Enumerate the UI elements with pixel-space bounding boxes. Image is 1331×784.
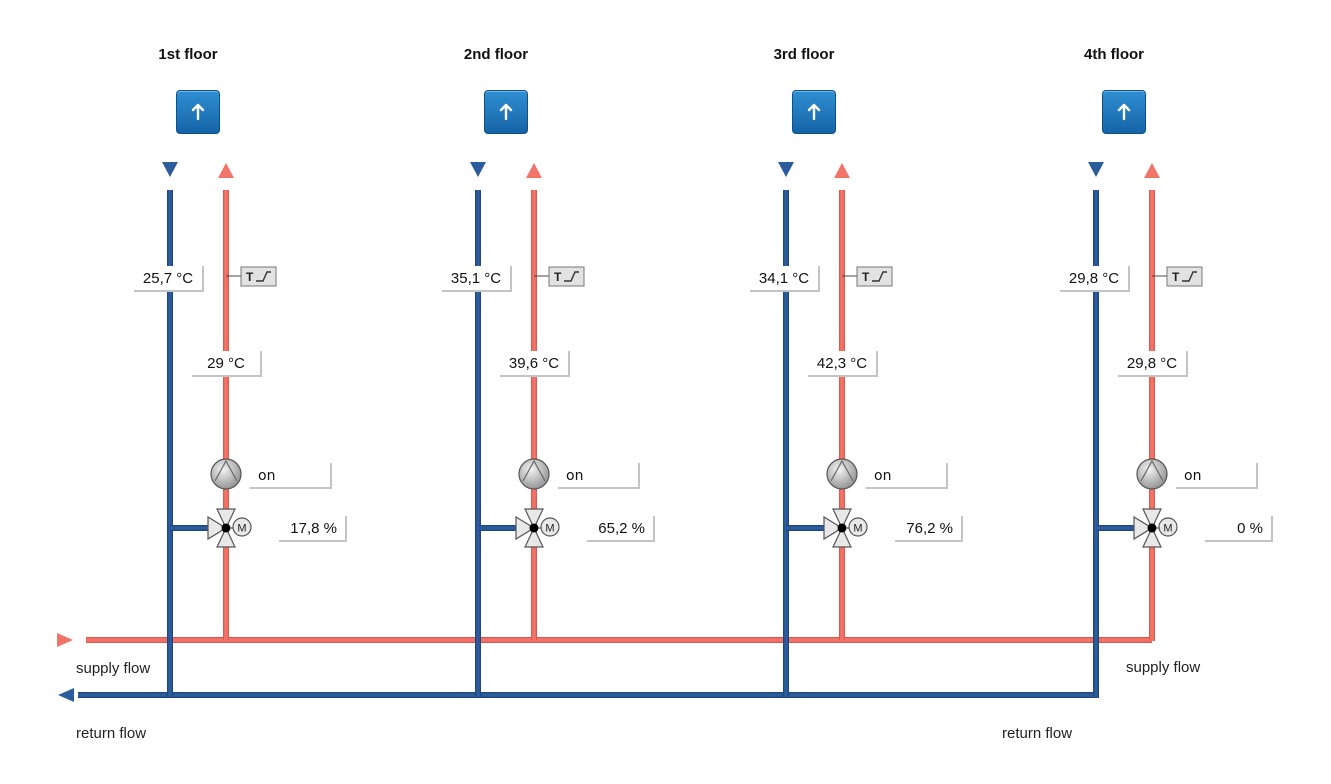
floor-title: 1st floor	[158, 46, 218, 63]
triangle-up-icon	[218, 163, 234, 178]
svg-text:T: T	[862, 270, 870, 284]
supply-temperature-readout: 29 °C	[192, 351, 262, 377]
valve-position-readout: 17,8 %	[279, 516, 347, 542]
supply-temperature-readout: 29,8 °C	[1118, 351, 1188, 377]
thermostat-icon: T	[548, 266, 585, 287]
three-way-valve-icon	[1133, 508, 1162, 548]
triangle-down-icon	[470, 162, 486, 177]
triangle-down-icon	[778, 162, 794, 177]
three-way-valve-icon	[823, 508, 852, 548]
triangle-up-icon	[834, 163, 850, 178]
three-way-valve-icon	[207, 508, 236, 548]
return-flow-label: return flow	[76, 725, 147, 742]
pump-status-readout: on	[1176, 463, 1258, 489]
svg-text:M: M	[1163, 523, 1172, 535]
motor-icon: M	[848, 517, 868, 537]
return-temperature-readout: 34,1 °C	[750, 266, 820, 292]
pump-icon	[826, 458, 858, 490]
motor-icon: M	[1158, 517, 1178, 537]
three-way-valve-icon	[515, 508, 544, 548]
thermostat-icon: T	[856, 266, 893, 287]
floor-up-button[interactable]	[176, 90, 220, 134]
svg-text:T: T	[554, 270, 562, 284]
motor-icon: M	[232, 517, 252, 537]
pump-icon	[1136, 458, 1168, 490]
floor-title: 4th floor	[1084, 46, 1144, 63]
arrow-up-icon	[807, 103, 821, 121]
supply-flow-label: supply flow	[1126, 659, 1201, 676]
supply-temperature-readout: 42,3 °C	[808, 351, 878, 377]
return-temperature-readout: 29,8 °C	[1060, 266, 1130, 292]
triangle-down-icon	[1088, 162, 1104, 177]
pump-status-readout: on	[558, 463, 640, 489]
svg-text:T: T	[246, 270, 254, 284]
return-temperature-readout: 25,7 °C	[134, 266, 204, 292]
floor-title: 3rd floor	[773, 46, 835, 63]
floor-up-button[interactable]	[792, 90, 836, 134]
return-temperature-readout: 35,1 °C	[442, 266, 512, 292]
arrow-up-icon	[1117, 103, 1131, 121]
return-outlet-arrow-icon	[58, 688, 74, 702]
supply-inlet-arrow-icon	[57, 633, 73, 647]
svg-text:M: M	[545, 523, 554, 535]
svg-text:M: M	[237, 523, 246, 535]
arrow-up-icon	[191, 103, 205, 121]
supply-temperature-readout: 39,6 °C	[500, 351, 570, 377]
triangle-up-icon	[1144, 163, 1160, 178]
arrow-up-icon	[499, 103, 513, 121]
supply-flow-label: supply flow	[76, 660, 151, 677]
svg-text:T: T	[1172, 270, 1180, 284]
floor-up-button[interactable]	[1102, 90, 1146, 134]
return-flow-label: return flow	[1002, 725, 1073, 742]
motor-icon: M	[540, 517, 560, 537]
valve-position-readout: 76,2 %	[895, 516, 963, 542]
pump-icon	[210, 458, 242, 490]
triangle-down-icon	[162, 162, 178, 177]
thermostat-icon: T	[1166, 266, 1203, 287]
floor-title: 2nd floor	[463, 46, 529, 63]
pump-icon	[518, 458, 550, 490]
pump-status-readout: on	[866, 463, 948, 489]
floor-up-button[interactable]	[484, 90, 528, 134]
valve-position-readout: 65,2 %	[587, 516, 655, 542]
triangle-up-icon	[526, 163, 542, 178]
pump-status-readout: on	[250, 463, 332, 489]
valve-position-readout: 0 %	[1205, 516, 1273, 542]
thermostat-icon: T	[240, 266, 277, 287]
svg-text:M: M	[853, 523, 862, 535]
